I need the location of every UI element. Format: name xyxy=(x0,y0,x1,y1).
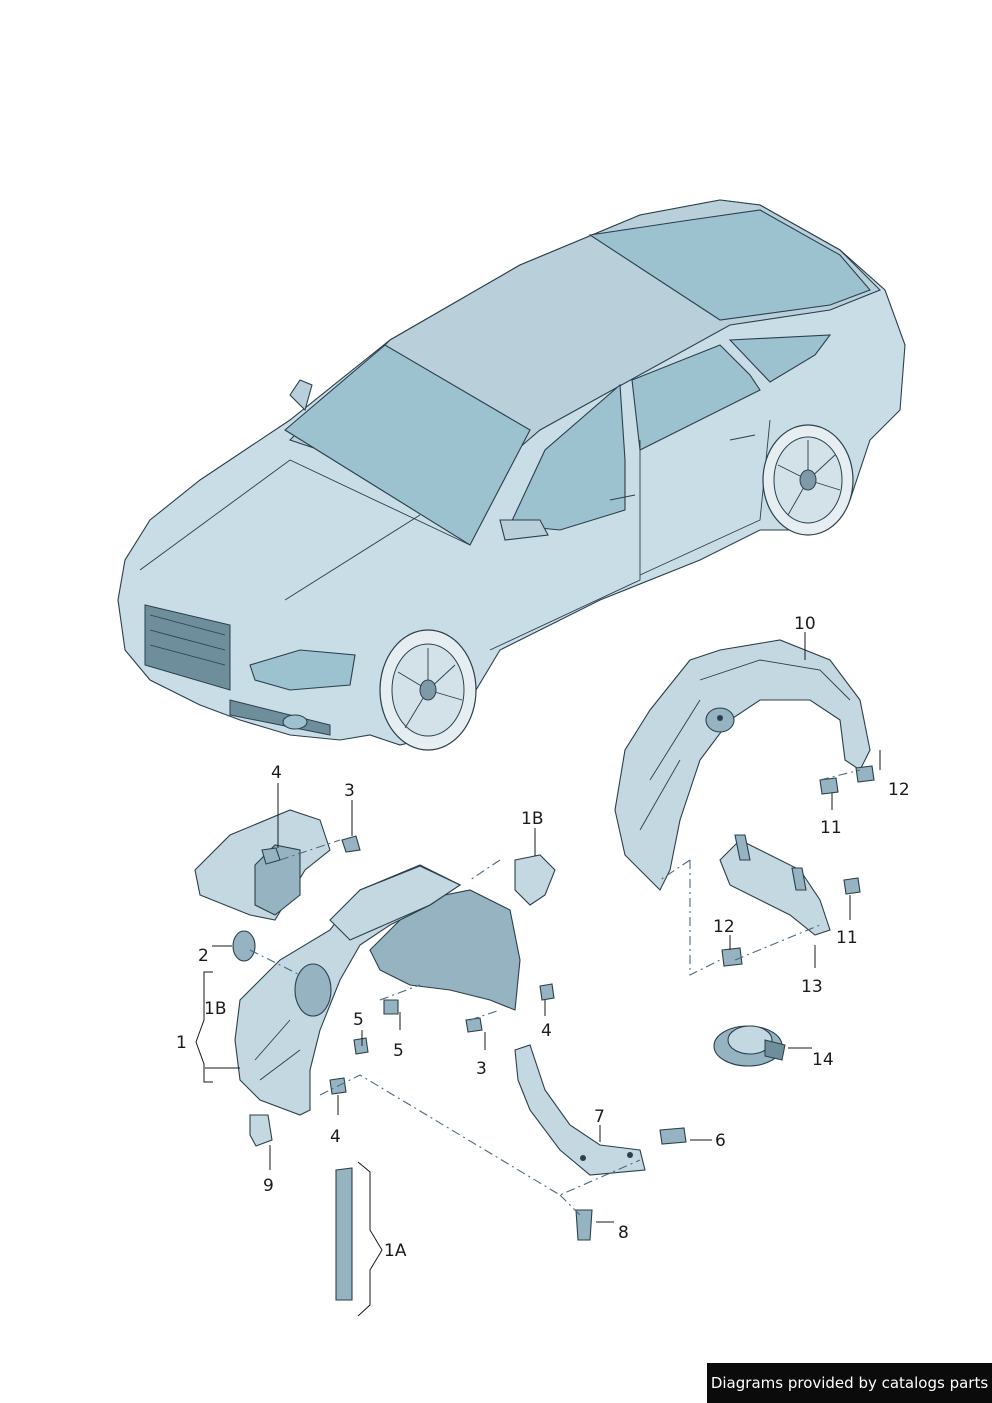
sedan-illustration xyxy=(117,199,906,751)
callout-4-top: 4 xyxy=(271,763,282,783)
leader-lines xyxy=(195,632,881,1317)
callout-12-bottom: 12 xyxy=(713,917,735,937)
clip-9 xyxy=(249,1114,273,1147)
callout-1b-top: 1B xyxy=(521,809,543,829)
callout-8: 8 xyxy=(618,1223,629,1243)
connection-lines xyxy=(249,769,861,1216)
callout-3-bottom: 3 xyxy=(476,1059,487,1079)
callout-2: 2 xyxy=(198,946,209,966)
callout-12-top: 12 xyxy=(888,780,910,800)
credit-banner: Diagrams provided by catalogs parts xyxy=(707,1363,992,1403)
callout-6: 6 xyxy=(715,1131,726,1151)
plug-cover-2 xyxy=(232,930,256,962)
callout-14: 14 xyxy=(812,1050,834,1070)
callout-10: 10 xyxy=(794,614,816,634)
callout-13: 13 xyxy=(801,977,823,997)
callout-5-top: 5 xyxy=(353,1010,364,1030)
callout-1a: 1A xyxy=(384,1241,407,1261)
callout-11-bottom: 11 xyxy=(836,928,858,948)
callout-1b-left: 1B xyxy=(204,999,226,1019)
callout-5-bottom: 5 xyxy=(393,1041,404,1061)
callout-labels: 4 3 1B 10 12 11 11 12 13 14 2 1B 1 5 5 4… xyxy=(176,614,910,1261)
upper-bracket xyxy=(194,809,331,921)
callout-4-mid: 4 xyxy=(541,1021,552,1041)
lower-trim-panel xyxy=(514,1044,646,1176)
callout-11-top: 11 xyxy=(820,818,842,838)
callout-9: 9 xyxy=(263,1176,274,1196)
rear-wheel-housing-liner xyxy=(614,639,871,891)
clip-1b xyxy=(514,854,556,906)
callout-3-top: 3 xyxy=(344,781,355,801)
callout-4-bottom: 4 xyxy=(330,1127,341,1147)
grommet-14 xyxy=(713,1025,786,1067)
front-wheel-housing-liner xyxy=(234,864,521,1116)
callout-7: 7 xyxy=(594,1107,605,1127)
callout-1: 1 xyxy=(176,1033,187,1053)
fasteners xyxy=(261,765,875,1301)
bracket-13 xyxy=(719,834,831,936)
